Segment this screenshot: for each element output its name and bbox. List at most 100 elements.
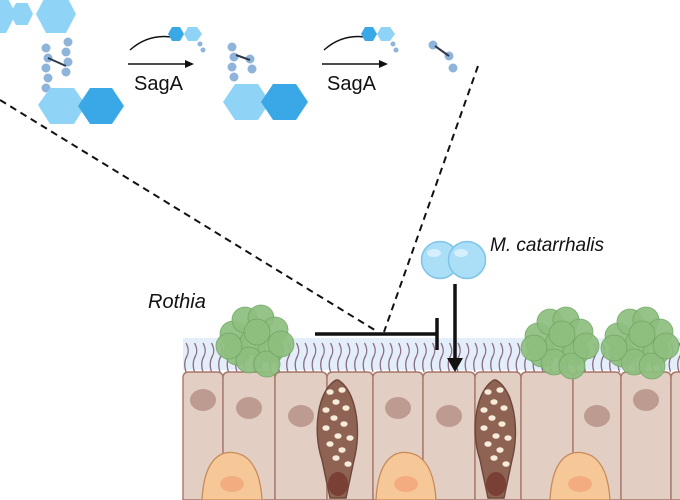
glycan-hexagon-light — [223, 84, 270, 120]
mucin-granule — [332, 455, 340, 461]
sagA-label-1: SagA — [134, 73, 184, 95]
product-bead — [393, 47, 399, 53]
cilium — [371, 342, 376, 373]
mucin-granule — [498, 421, 506, 427]
zoom-line-right — [383, 65, 479, 333]
mucin-granule — [346, 435, 354, 441]
crosslink-bond — [47, 57, 67, 67]
pg-fragment-large — [0, 0, 124, 124]
cilium — [354, 342, 359, 373]
rothia-cluster-icon — [520, 306, 600, 380]
nucleus — [584, 405, 610, 427]
nucleus — [633, 389, 659, 411]
curved-arrow-icon — [129, 35, 178, 51]
mucin-granule — [334, 433, 342, 439]
cilium — [328, 342, 334, 373]
moraxella-label: M. catarrhalis — [490, 235, 605, 256]
nucleus — [220, 476, 244, 492]
cilium — [303, 342, 308, 373]
nucleus — [236, 397, 262, 419]
product-bead — [197, 41, 203, 47]
nucleus — [568, 476, 592, 492]
cilium — [396, 342, 402, 373]
rothia-cell — [600, 334, 628, 362]
basal-cell — [201, 451, 263, 500]
cilium — [337, 342, 342, 373]
inhibition-arrow — [315, 318, 439, 350]
crosslink-bond — [235, 54, 251, 61]
columnar-cell — [670, 371, 680, 500]
product-hexagon-light — [184, 27, 202, 41]
nucleus — [436, 405, 462, 427]
nucleus — [328, 472, 348, 496]
rothia-cell — [215, 332, 243, 360]
cilium — [294, 342, 300, 373]
mucin-granule — [338, 387, 346, 393]
rothia-cell — [253, 350, 281, 378]
crosslink-bond — [434, 45, 450, 57]
cilium — [473, 342, 478, 373]
activation-arrow — [447, 284, 463, 372]
pg-fragment-medium — [223, 42, 308, 120]
mucin-granule — [490, 455, 498, 461]
rothia-cell — [267, 330, 295, 358]
glycan-hexagon-light — [38, 88, 86, 124]
cilium — [362, 342, 368, 373]
peptide-stem-left — [41, 43, 53, 93]
product-bead — [390, 41, 396, 47]
mucin-granule — [322, 425, 330, 431]
mucin-granule — [340, 421, 348, 427]
rothia-cell — [243, 318, 271, 346]
mucin-granule — [484, 389, 492, 395]
mucin-granule — [326, 389, 334, 395]
cilium — [439, 342, 444, 373]
rothia-cell — [548, 320, 576, 348]
rothia-label: Rothia — [148, 291, 206, 313]
cilium — [490, 342, 495, 373]
arrowhead-icon — [185, 60, 194, 68]
mucin-granule — [338, 447, 346, 453]
moraxella-diplococcus-icon — [420, 240, 487, 280]
cilium — [430, 342, 436, 373]
cilium — [677, 342, 680, 373]
cilium — [345, 342, 351, 373]
rothia-cell — [652, 332, 680, 360]
pg-fragment-small — [428, 40, 458, 73]
cilium — [481, 342, 487, 373]
goblet-cell-body — [316, 379, 359, 499]
mucin-granule — [330, 415, 338, 421]
cilium — [209, 342, 215, 373]
basal-cell — [375, 451, 437, 500]
arrowhead-icon — [447, 358, 463, 372]
mucin-granule — [322, 407, 330, 413]
cilium — [498, 342, 504, 373]
rothia-cell — [638, 352, 666, 380]
mucin-granule — [480, 407, 488, 413]
mucin-granule — [500, 405, 508, 411]
columnar-cell — [422, 371, 476, 500]
nucleus — [190, 389, 216, 411]
basal-cell — [549, 451, 611, 500]
peptide-stem-right — [61, 37, 73, 77]
cilium — [515, 342, 521, 373]
glycan-hexagon-light — [36, 0, 76, 33]
cilium — [192, 342, 198, 373]
columnar-cell — [620, 371, 672, 500]
rothia-cluster-icon — [215, 304, 295, 378]
cilium — [201, 342, 206, 373]
rothia-cluster-icon — [600, 306, 680, 380]
goblet-cell-body — [474, 379, 517, 499]
enzyme-step-2: SagA — [322, 27, 399, 95]
mucin-granule — [332, 399, 340, 405]
rothia-cell — [520, 334, 548, 362]
product-hexagon-dark — [168, 27, 184, 41]
nucleus — [385, 397, 411, 419]
zoom-line-left — [0, 99, 379, 333]
nucleus — [486, 472, 506, 496]
cilium — [507, 342, 512, 373]
product-hexagon-dark — [361, 27, 377, 41]
mucin-granule — [480, 425, 488, 431]
product-bead — [200, 47, 206, 53]
rothia-cell — [628, 320, 656, 348]
